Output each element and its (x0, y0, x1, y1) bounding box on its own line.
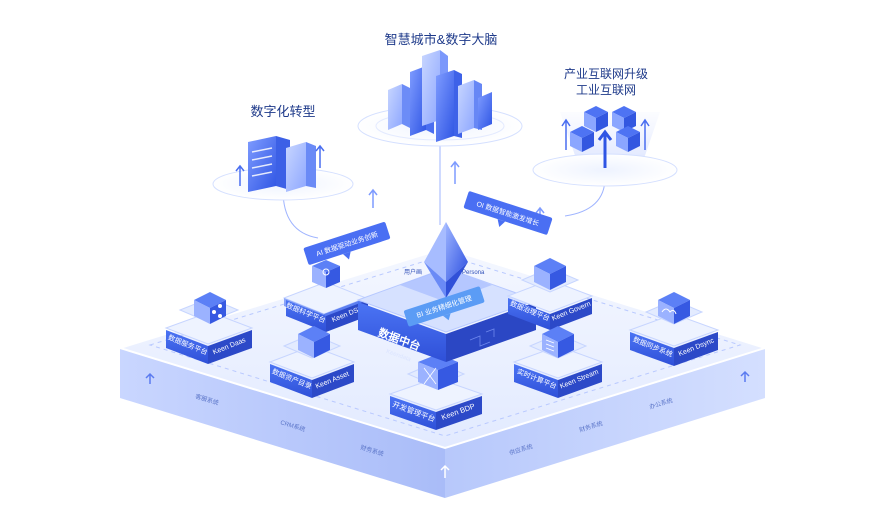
module-keen-stream[interactable]: 实时计算平台 Keen Stream (512, 326, 604, 398)
bubble-oi: OI 数据智能激发增长 (463, 191, 553, 235)
goal-title: 产业互联网升级 (564, 67, 648, 81)
up-arrow-icon (440, 464, 450, 478)
molecule-icon (312, 260, 340, 288)
persona-label-left: 用户画 (404, 268, 422, 276)
cubes-icon (534, 258, 566, 290)
industry-icons (561, 106, 650, 168)
module-keen-asset[interactable]: 数据资产目录 Keen Asset (268, 326, 356, 398)
stream-flow-icon (542, 326, 574, 358)
module-keen-dsp[interactable]: 数据科学平台 Keen DSP (282, 260, 368, 332)
office-buildings-icon (235, 136, 325, 192)
warehouse-icon (616, 126, 640, 152)
up-arrow-icon (597, 129, 613, 168)
base-left-face (120, 348, 445, 498)
persona-gem-icon (424, 222, 468, 298)
up-arrow-icon (145, 372, 155, 384)
module-keen-dsync[interactable]: 数据同步系统 Keen Dsync (628, 292, 720, 366)
city-buildings-icon (388, 50, 492, 142)
radar-icon (584, 106, 608, 132)
goal-smart-city: 智慧城市&数字大脑 (357, 32, 523, 147)
cloud-sync-icon (658, 292, 690, 324)
network-grid-icon (418, 354, 458, 390)
robot-arm-icon (612, 106, 636, 132)
goal-industrial-internet: 产业互联网升级 工业互联网 (532, 67, 678, 187)
module-keen-daas[interactable]: 数据服务平台 Keen Daas (164, 292, 254, 364)
share-nodes-icon (194, 292, 226, 324)
factory-icon (570, 126, 594, 152)
goal-title: 智慧城市&数字大脑 (385, 32, 498, 47)
base-right-face (445, 348, 765, 498)
goal-title: 数字化转型 (250, 104, 315, 119)
module-keen-bdp[interactable]: 开发管理平台 Keen BDP (388, 354, 484, 430)
goal-digital-transform: 数字化转型 (212, 104, 354, 201)
up-arrow-icon (740, 370, 750, 382)
circuit-decor (469, 328, 495, 347)
goal-subtitle: 工业互联网 (576, 83, 636, 97)
persona-label-right: Persona (462, 270, 485, 276)
base-inner-outline (148, 254, 742, 437)
layers-stack-icon (298, 326, 330, 358)
module-keen-govern[interactable]: 数据治理平台 Keen Govern (506, 258, 594, 330)
